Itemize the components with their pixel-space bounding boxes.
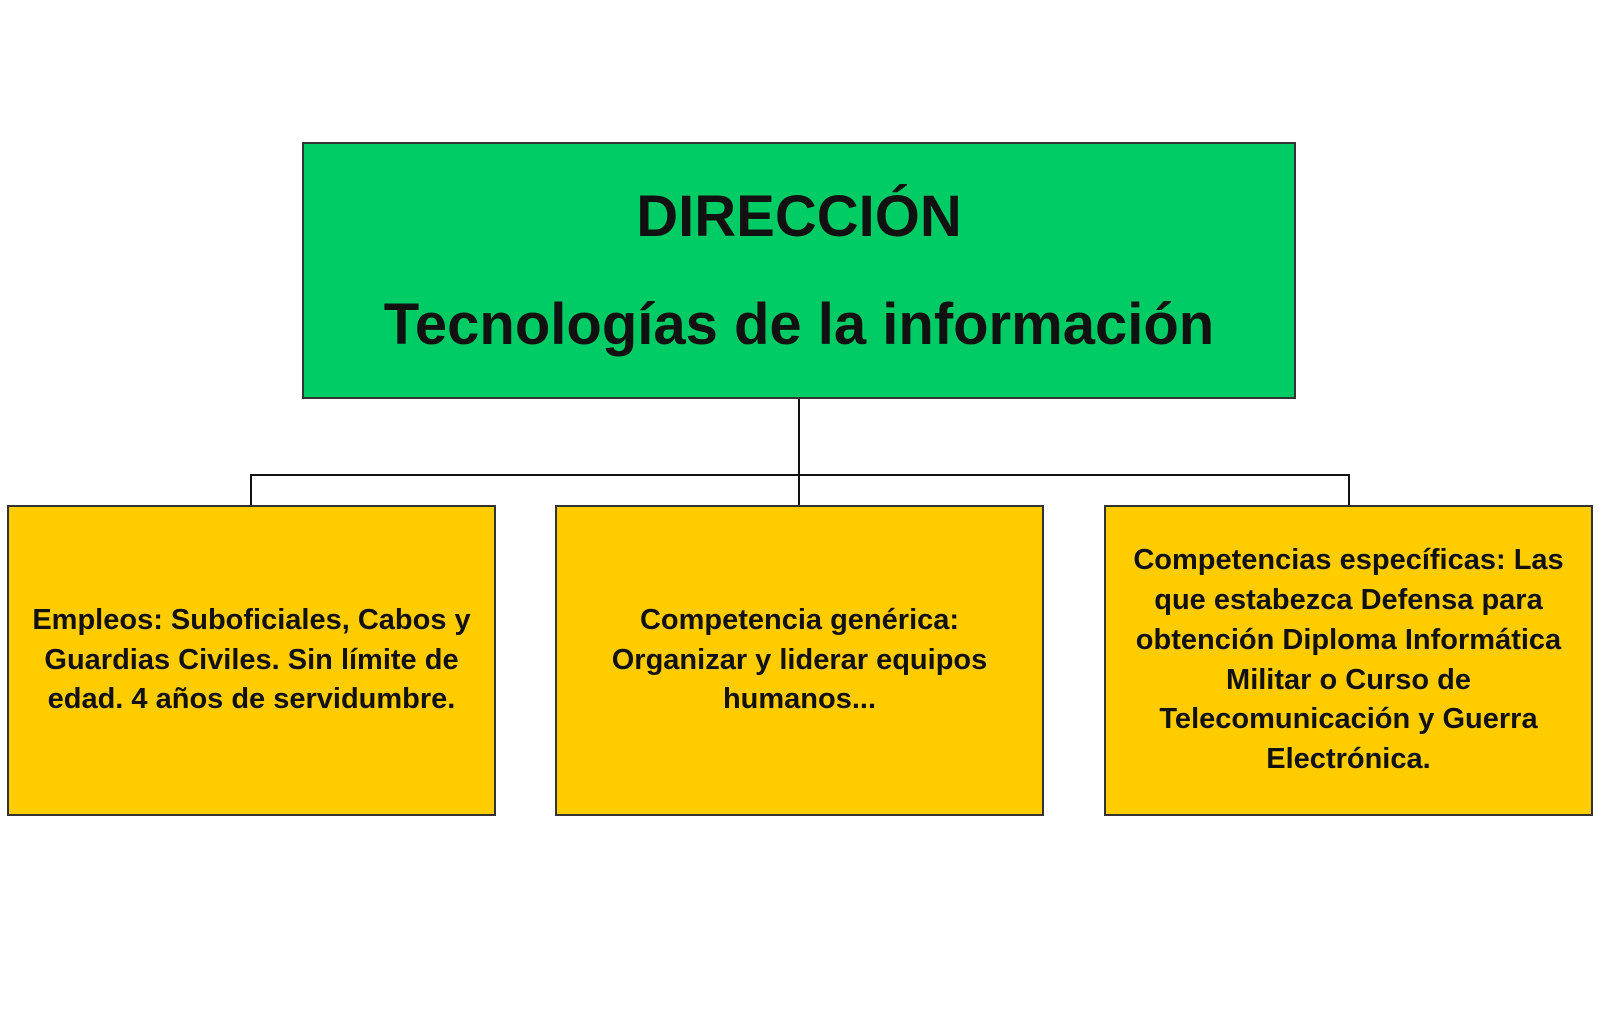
connector-horizontal-bar xyxy=(250,474,1350,476)
root-subtitle: Tecnologías de la información xyxy=(383,291,1215,357)
root-title: DIRECCIÓN xyxy=(636,183,962,249)
child-node-competencia-generica: Competencia genérica: Organizar y lidera… xyxy=(555,505,1044,816)
child-node-text: Empleos: Suboficiales, Cabos y Guardias … xyxy=(32,603,471,716)
child-node-empleos: Empleos: Suboficiales, Cabos y Guardias … xyxy=(7,505,496,816)
child-node-text: Competencia genérica: Organizar y lidera… xyxy=(611,603,988,716)
root-node: DIRECCIÓN Tecnologías de la información xyxy=(302,142,1296,399)
child-node-text: Competencias específicas: Las que estabe… xyxy=(1133,544,1564,775)
connector-to-child-3 xyxy=(1348,474,1350,505)
connector-root-down xyxy=(798,399,800,475)
child-node-competencias-especificas: Competencias específicas: Las que estabe… xyxy=(1104,505,1593,816)
connector-to-child-1 xyxy=(250,474,252,505)
connector-to-child-2 xyxy=(798,474,800,505)
